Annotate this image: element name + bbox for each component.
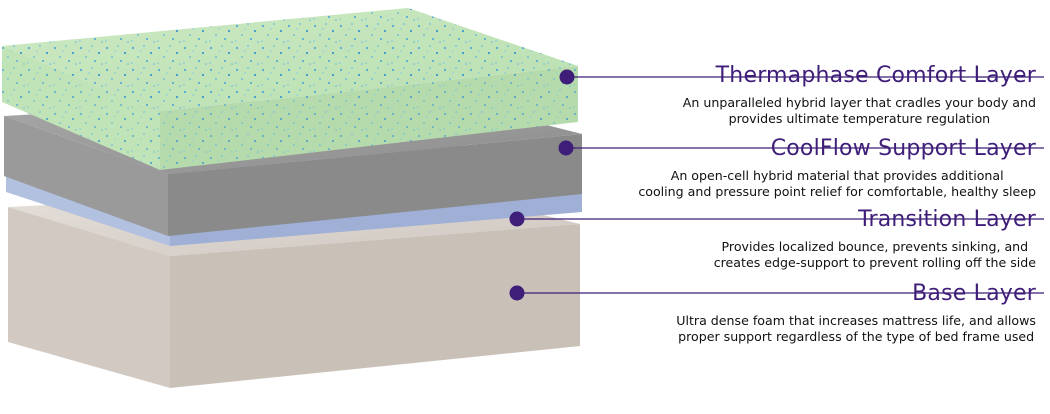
layer-title: Thermaphase Comfort Layer xyxy=(715,63,1036,88)
layer-label-transition: Transition Layer Provides localized boun… xyxy=(714,207,1036,271)
callout-1 xyxy=(558,140,1044,156)
support-layer-front xyxy=(4,116,168,236)
layer-description: Ultra dense foam that increases mattress… xyxy=(676,313,1036,344)
callout-dot-1 xyxy=(558,140,574,156)
comfort-layer-speckle xyxy=(2,8,578,112)
layer-title: Base Layer xyxy=(912,281,1036,306)
support-layer-side xyxy=(168,134,582,236)
comfort-layer xyxy=(2,8,578,170)
callout-dot-2 xyxy=(509,211,525,227)
layer-label-coolflow-support: CoolFlow Support Layer An open-cell hybr… xyxy=(638,136,1036,200)
layer-label-thermaphase-comfort: Thermaphase Comfort Layer An unparallele… xyxy=(683,63,1036,127)
layer-description: An open-cell hybrid material that provid… xyxy=(638,168,1036,199)
callout-3 xyxy=(509,285,1044,301)
callout-0 xyxy=(559,69,1044,85)
callout-dot-3 xyxy=(509,285,525,301)
layer-title: CoolFlow Support Layer xyxy=(770,136,1036,161)
layer-description: Provides localized bounce, prevents sink… xyxy=(713,239,1036,270)
layer-title: Transition Layer xyxy=(858,207,1036,232)
base-layer-side xyxy=(170,224,580,388)
callout-dot-0 xyxy=(559,69,575,85)
base-layer-front xyxy=(8,207,170,388)
layer-description: An unparalleled hybrid layer that cradle… xyxy=(682,95,1036,126)
layer-label-base: Base Layer Ultra dense foam that increas… xyxy=(676,281,1036,345)
callout-2 xyxy=(509,211,1044,227)
